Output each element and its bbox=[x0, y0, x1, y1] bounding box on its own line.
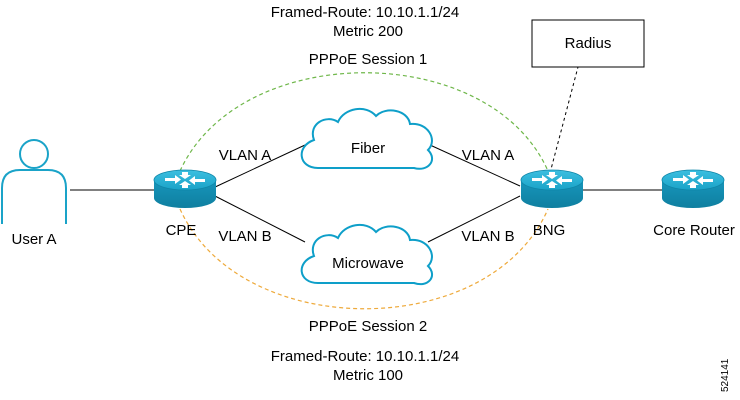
microwave-cloud bbox=[300, 223, 433, 286]
bottom-framed-route-label: Framed-Route: 10.10.1.1/24 bbox=[271, 348, 459, 365]
radius-label: Radius bbox=[565, 35, 612, 52]
top-framed-route-label: Framed-Route: 10.10.1.1/24 bbox=[271, 4, 459, 21]
core-router-label: Core Router bbox=[653, 222, 735, 239]
top-metric-label: Metric 200 bbox=[333, 23, 403, 40]
figure-id-label: 524141 bbox=[720, 358, 731, 392]
bng-label: BNG bbox=[533, 222, 566, 239]
cpe-router-icon bbox=[153, 169, 217, 209]
cpe-vlan-b-label: VLAN B bbox=[218, 228, 271, 245]
cpe-vlan-a-label: VLAN A bbox=[219, 147, 272, 164]
pppoe-session-2-arc bbox=[179, 208, 549, 310]
cpe-microwave-link bbox=[212, 194, 306, 243]
pppoe-session-2-label: PPPoE Session 2 bbox=[309, 318, 427, 335]
bottom-metric-label: Metric 100 bbox=[333, 367, 403, 384]
core-router-icon bbox=[661, 169, 725, 209]
fiber-bng-link bbox=[429, 144, 521, 187]
cpe-label: CPE bbox=[166, 222, 197, 239]
bng-vlan-a-label: VLAN A bbox=[462, 147, 515, 164]
user-a-label: User A bbox=[11, 231, 56, 248]
microwave-label: Microwave bbox=[332, 255, 404, 272]
fiber-cloud bbox=[300, 107, 433, 170]
pppoe-session-1-label: PPPoE Session 1 bbox=[309, 51, 427, 68]
fiber-label: Fiber bbox=[351, 140, 385, 157]
user-icon bbox=[1, 139, 67, 224]
bng-router-icon bbox=[520, 169, 584, 209]
pppoe-session-1-arc bbox=[179, 72, 549, 172]
microwave-bng-link bbox=[427, 195, 521, 243]
radius-box bbox=[531, 19, 645, 68]
cpe-fiber-link bbox=[212, 144, 306, 189]
bng-vlan-b-label: VLAN B bbox=[461, 228, 514, 245]
bng-radius-link bbox=[549, 66, 579, 174]
